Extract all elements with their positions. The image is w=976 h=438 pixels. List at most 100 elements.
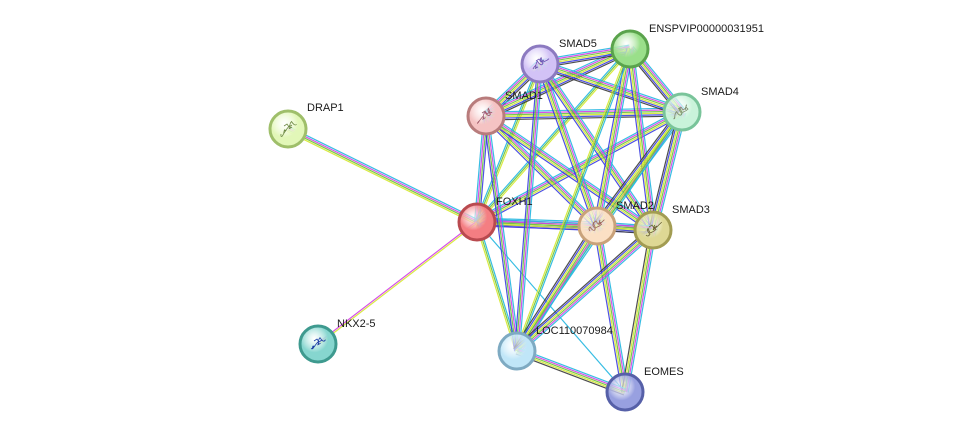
edge-enspvip00000031951-smad2[interactable] [593, 48, 634, 227]
edge-evidence-yellow [484, 116, 597, 228]
protein-structure-icon [310, 337, 326, 350]
edge-evidence-green [539, 63, 598, 227]
edge-evidence-yellow [627, 49, 653, 231]
edges-layer [286, 44, 687, 396]
edge-evidence-green [515, 63, 540, 351]
edge-smad1-smad3[interactable] [483, 112, 656, 234]
edge-evidence-magenta [486, 115, 519, 351]
edge-enspvip00000031951-smad3[interactable] [626, 48, 657, 231]
edge-smad4-smad3[interactable] [648, 110, 687, 232]
edge-evidence-cyan [632, 48, 657, 230]
edge-evidence-magenta [486, 114, 655, 230]
edge-evidence-green [516, 48, 631, 352]
node-label: NKX2-5 [337, 318, 376, 330]
edge-foxh1-enspvip00000031951[interactable] [475, 47, 632, 224]
edge-evidence-green [653, 112, 684, 231]
edge-evidence-yellow [318, 222, 478, 346]
node-nkx2-5[interactable]: NKX2-5 [298, 318, 376, 364]
edge-smad5-smad3[interactable] [536, 61, 657, 233]
node-circle [497, 331, 537, 371]
edge-smad5-smad2[interactable] [536, 62, 601, 228]
edge-evidence-magenta [625, 230, 656, 393]
node-label: ENSPVIP00000031951 [649, 23, 764, 35]
node-loc110070984[interactable]: LOC110070984 [497, 325, 613, 371]
node-foxh1[interactable]: FOXH1 [457, 196, 533, 242]
edge-evidence-magenta [597, 49, 633, 227]
edge-evidence-black [515, 353, 625, 396]
edge-drap1-foxh1[interactable] [286, 126, 479, 225]
edge-evidence-yellow [539, 64, 682, 114]
edge-evidence-cyan [541, 59, 684, 109]
node-circle [268, 109, 308, 149]
edge-evidence-cyan [599, 225, 629, 392]
edge-evidence-cyan [475, 108, 681, 220]
edge-evidence-blue [483, 118, 652, 234]
edge-evidence-magenta [654, 112, 685, 231]
node-smad3[interactable]: SMAD3 [633, 204, 710, 250]
edge-evidence-magenta [288, 127, 478, 222]
edge-evidence-cyan [487, 112, 656, 228]
node-smad2[interactable]: SMAD2 [577, 200, 654, 246]
edge-evidence-cyan [542, 61, 657, 229]
protein-structure-icon [476, 107, 493, 124]
edge-evidence-black [621, 229, 651, 392]
edge-smad5-smad4[interactable] [538, 59, 684, 117]
edge-evidence-yellow [651, 111, 682, 230]
edge-evidence-green [485, 115, 654, 231]
edge-evidence-magenta [317, 220, 477, 344]
node-circle [610, 29, 650, 69]
edge-evidence-green [476, 48, 631, 223]
edge-evidence-yellow [594, 48, 630, 226]
protein-structure-icon [588, 219, 605, 232]
edge-evidence-blue [650, 111, 681, 230]
edge-evidence-magenta [517, 64, 542, 352]
edge-enspvip00000031951-loc110070984[interactable] [514, 48, 633, 352]
edge-evidence-cyan [487, 115, 520, 351]
edge-evidence-cyan [627, 230, 657, 393]
edge-smad1-loc110070984[interactable] [483, 115, 520, 352]
edge-evidence-magenta [540, 62, 655, 230]
edge-smad3-eomes[interactable] [621, 229, 657, 393]
node-circle [457, 202, 497, 242]
edge-evidence-yellow [484, 116, 653, 232]
edge-evidence-yellow [477, 49, 632, 224]
edge-smad2-eomes[interactable] [593, 225, 629, 393]
edge-evidence-green [485, 115, 598, 227]
edge-evidence-blue [514, 224, 596, 351]
edge-evidence-green [540, 62, 683, 112]
edge-evidence-cyan [518, 64, 543, 352]
edge-nkx2-5-foxh1[interactable] [317, 220, 478, 346]
node-circle [466, 96, 506, 136]
edge-evidence-cyan [542, 62, 601, 226]
node-smad4[interactable]: SMAD4 [662, 86, 739, 132]
node-smad1[interactable]: SMAD1 [466, 90, 543, 136]
edge-evidence-blue [536, 64, 595, 228]
edge-evidence-green [476, 221, 518, 352]
edge-smad1-smad4[interactable] [485, 107, 683, 121]
node-smad5[interactable]: SMAD5 [520, 38, 597, 84]
edge-evidence-black [513, 226, 651, 349]
edge-evidence-cyan [656, 112, 687, 232]
edge-smad1-enspvip00000031951[interactable] [484, 44, 632, 121]
edge-evidence-yellow [622, 229, 653, 392]
edge-evidence-green [596, 225, 626, 393]
node-enspvip00000031951[interactable]: ENSPVIP00000031951 [610, 23, 764, 69]
edge-evidence-yellow [286, 130, 477, 225]
edge-evidence-blue [486, 50, 632, 119]
edge-evidence-green [484, 116, 517, 352]
edge-evidence-blue [486, 113, 683, 119]
edge-evidence-magenta [597, 225, 628, 392]
edge-smad5-loc110070984[interactable] [514, 63, 543, 352]
edge-evidence-magenta [630, 48, 656, 230]
edge-evidence-cyan [485, 107, 682, 113]
node-drap1[interactable]: DRAP1 [268, 102, 344, 149]
node-label: FOXH1 [496, 196, 533, 208]
edge-evidence-yellow [537, 64, 597, 227]
node-eomes[interactable]: EOMES [605, 366, 684, 412]
node-label: SMAD3 [672, 204, 710, 216]
edge-smad3-loc110070984[interactable] [513, 226, 657, 355]
edge-evidence-black [486, 115, 683, 121]
edge-evidence-green [517, 230, 654, 353]
